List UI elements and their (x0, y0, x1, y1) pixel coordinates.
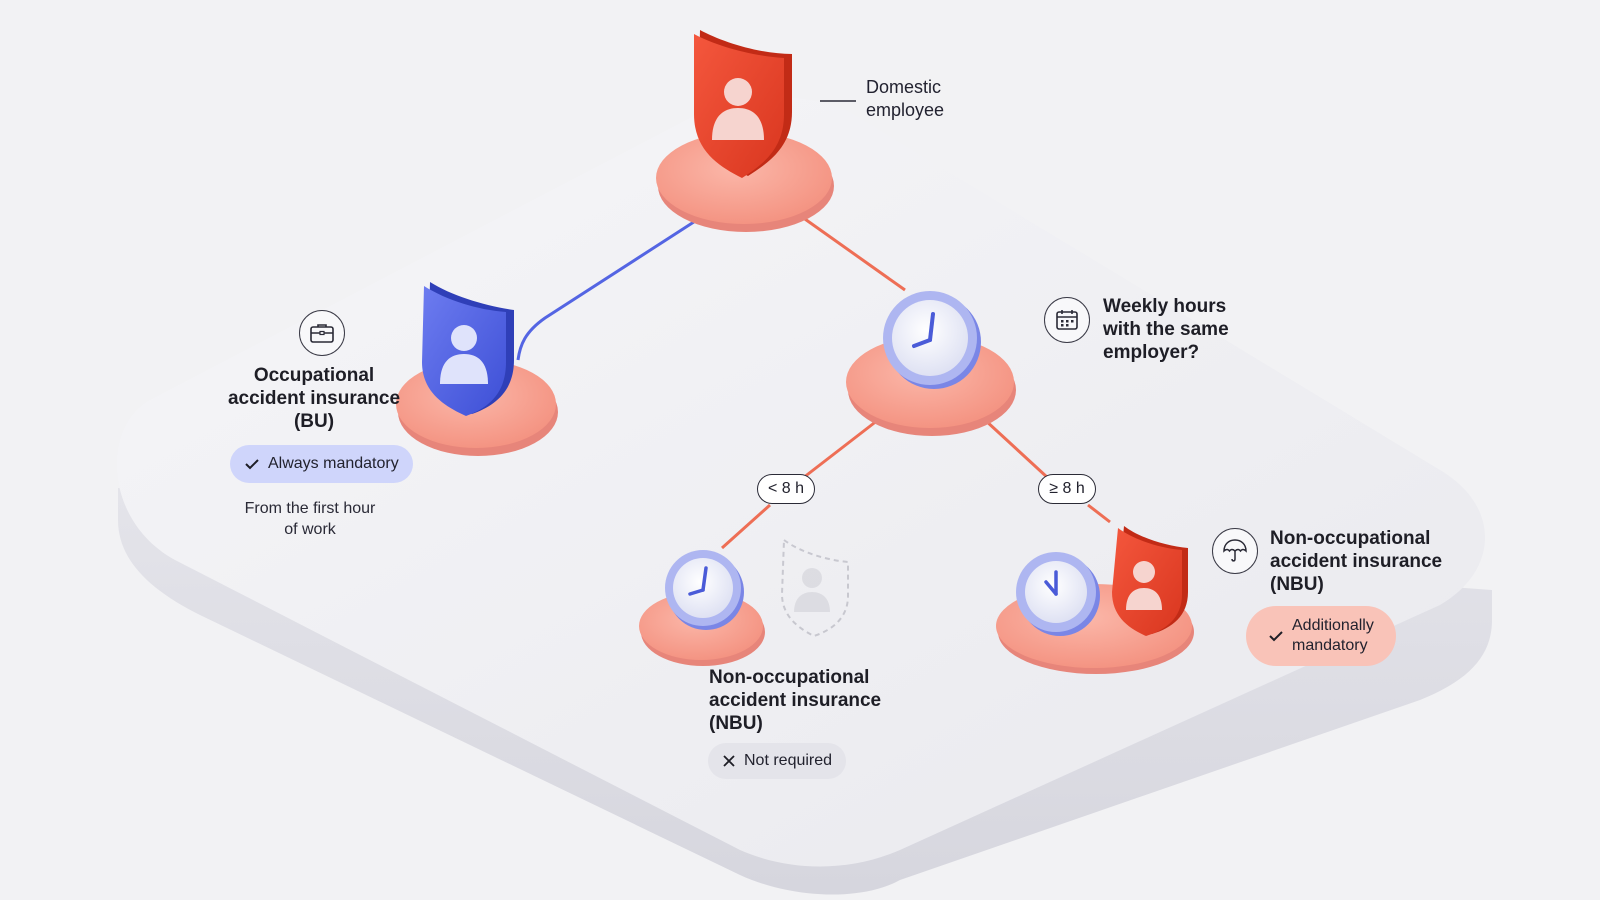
nbu-more-status-text: Additionally mandatory (1292, 616, 1374, 656)
bu-note-line2: of work (284, 521, 336, 538)
question-clock-icon (883, 291, 981, 389)
nbu-less-title-line2: accident insurance (709, 690, 882, 711)
root-label-line1: Domestic (866, 77, 942, 97)
nbu-more-status-badge: Additionally mandatory (1246, 606, 1396, 666)
bu-status-badge: Always mandatory (230, 445, 413, 483)
root-shield-icon (694, 30, 792, 178)
question-line1: Weekly hours (1103, 296, 1227, 317)
question-line3: employer? (1103, 342, 1200, 363)
nbu-more-status-line2: mandatory (1292, 637, 1368, 654)
question-line2: with the same (1103, 319, 1229, 340)
bu-status-text: Always mandatory (268, 455, 399, 472)
check-icon (1269, 631, 1283, 642)
ghost-shield-icon (780, 538, 849, 638)
more-clock-icon (1016, 552, 1100, 636)
nbu-less-status-badge: Not required (708, 743, 847, 779)
line-root-to-question (794, 210, 906, 292)
line-question-to-more (983, 418, 1111, 524)
root-label-line2: employee (866, 100, 945, 120)
nbu-more-title: Non-occupational accident insurance (NBU… (1270, 527, 1442, 596)
line-root-to-bu (516, 216, 701, 361)
nbu-more-title-line1: Non-occupational (1270, 528, 1431, 549)
less-clock-icon (665, 550, 744, 630)
nbu-more-status-line1: Additionally (1292, 617, 1374, 634)
more-shield-icon (1112, 526, 1188, 636)
bu-title: Occupational accident insurance (BU) (222, 364, 406, 433)
bu-title-line1: Occupational (253, 365, 375, 386)
nbu-less-title-line3: (NBU) (709, 713, 763, 734)
question-label: Weekly hours with the same employer? (1103, 295, 1229, 364)
check-icon (245, 459, 259, 470)
x-icon (723, 755, 735, 767)
nbu-less-status-text: Not required (744, 752, 833, 769)
nbu-more-title-line2: accident insurance (1270, 551, 1443, 572)
hours-more-tag: ≥ 8 h (1038, 474, 1096, 504)
nbu-less-title: Non-occupational accident insurance (NBU… (709, 666, 881, 735)
root-disk (656, 132, 832, 224)
bu-note-line1: From the first hour (244, 500, 376, 517)
hours-less-tag: < 8 h (757, 474, 815, 504)
nbu-less-title-line1: Non-occupational (709, 667, 870, 688)
bu-title-line3: (BU) (293, 411, 335, 432)
umbrella-icon (1212, 528, 1258, 574)
bu-note: From the first hour of work (222, 498, 398, 540)
calendar-icon (1044, 297, 1090, 343)
nbu-more-title-line3: (NBU) (1270, 574, 1324, 595)
root-label: Domestic employee (866, 76, 944, 122)
briefcase-icon (299, 310, 345, 356)
bu-shield-icon (422, 282, 514, 416)
bu-title-line2: accident insurance (227, 388, 401, 409)
